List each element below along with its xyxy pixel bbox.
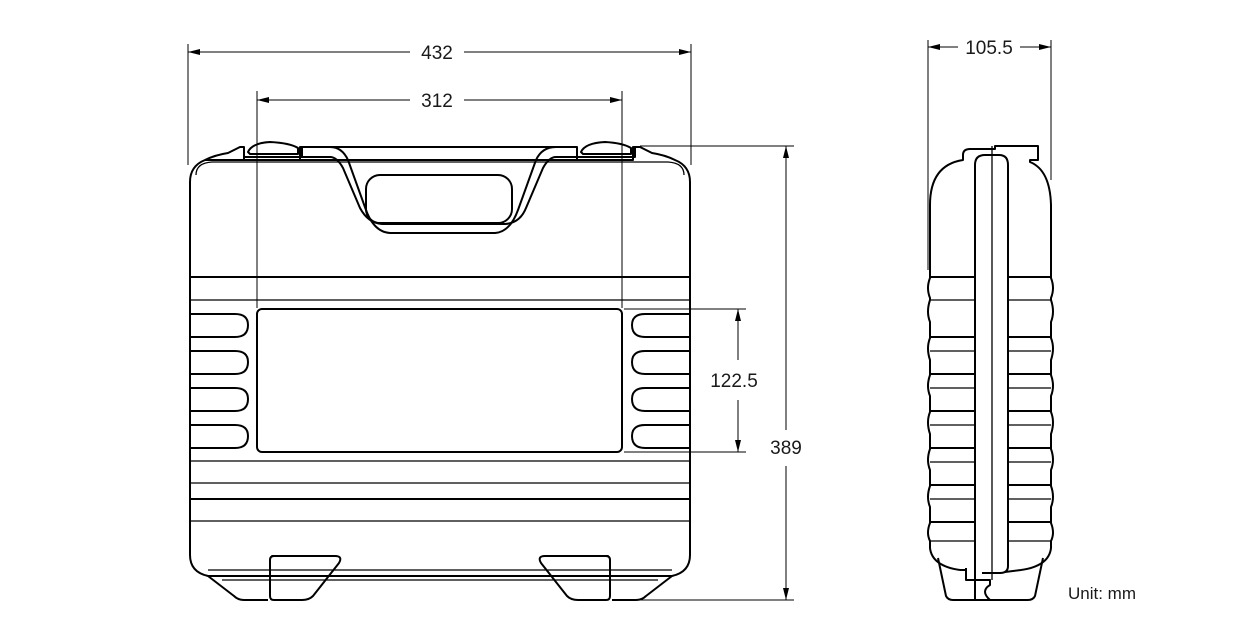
dimension-105-5: 105.5 xyxy=(927,38,1052,270)
dimension-312: 312 xyxy=(256,91,623,308)
dimension-389: 389 xyxy=(630,145,802,601)
dim-122-5-label: 122.5 xyxy=(710,371,758,392)
left-grip-slots xyxy=(190,313,249,449)
dimension-122-5: 122.5 xyxy=(624,308,758,453)
left-foot xyxy=(269,555,342,601)
side-view xyxy=(927,145,1054,601)
left-latch xyxy=(243,141,303,158)
right-foot xyxy=(538,555,611,601)
unit-note: Unit: mm xyxy=(1068,584,1136,603)
label-panel xyxy=(256,308,623,453)
base-feet xyxy=(207,555,673,601)
ribs xyxy=(190,276,690,522)
handle xyxy=(302,146,577,234)
front-view xyxy=(189,141,691,601)
dim-389-label: 389 xyxy=(770,438,802,459)
dimension-432: 432 xyxy=(187,43,692,165)
dim-432-label: 432 xyxy=(421,43,453,64)
right-latch xyxy=(576,141,636,158)
dim-105-5-label: 105.5 xyxy=(965,38,1013,59)
dim-312-label: 312 xyxy=(421,91,453,112)
side-ribs xyxy=(930,276,1051,542)
right-grip-slots xyxy=(631,313,690,449)
center-seam xyxy=(974,154,1009,600)
case-outline xyxy=(189,146,691,577)
